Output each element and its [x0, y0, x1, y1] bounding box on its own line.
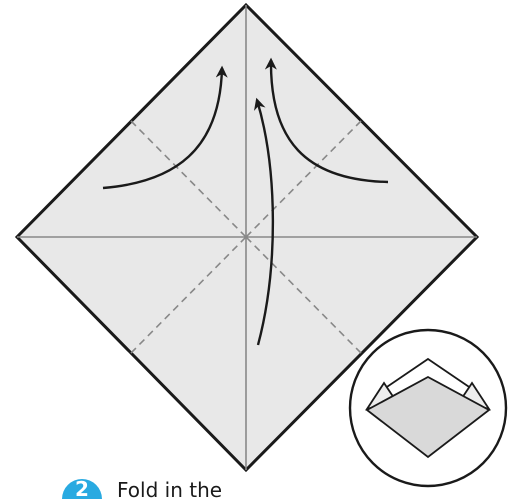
result-preview-inset: [350, 330, 506, 486]
instruction-text: Fold in the: [117, 478, 222, 499]
step-number: 2: [75, 477, 89, 499]
